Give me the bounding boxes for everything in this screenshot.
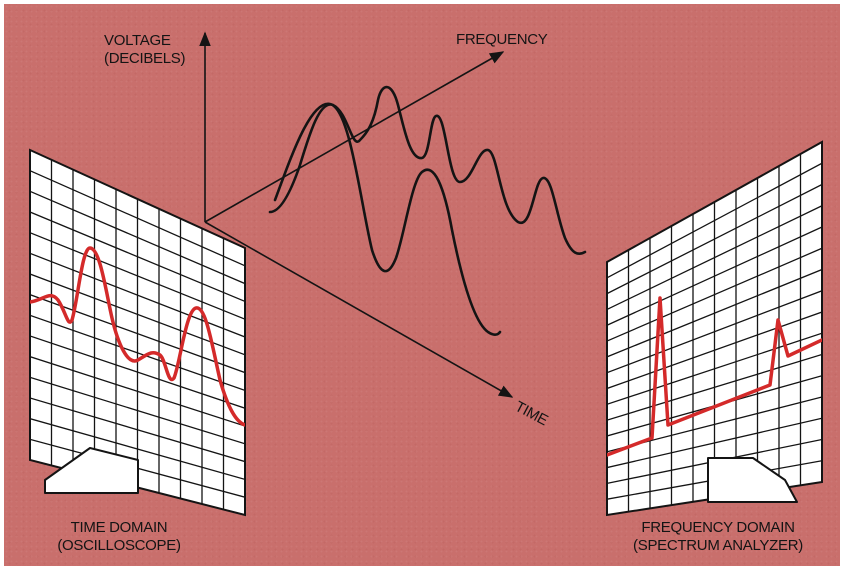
- spectrum-analyzer-screen: [606, 140, 823, 517]
- time-domain-caption: TIME DOMAIN (OSCILLOSCOPE): [34, 519, 204, 555]
- grid-line-horizontal: [607, 247, 822, 342]
- sine-component: [273, 102, 502, 336]
- grid-line-horizontal: [30, 211, 245, 303]
- grid-line-horizontal: [30, 397, 245, 463]
- voltage-axis-label: VOLTAGE (DECIBELS): [104, 32, 185, 68]
- grid-line-horizontal: [30, 376, 245, 445]
- grid-line-horizontal: [30, 170, 245, 267]
- grid-line-horizontal: [607, 290, 822, 374]
- frequency-domain-title: FREQUENCY DOMAIN: [641, 519, 795, 536]
- time-axis: [204, 221, 514, 398]
- grid-line-horizontal: [607, 162, 822, 279]
- grid-line-horizontal: [607, 353, 822, 421]
- voltage-label-line2: (DECIBELS): [104, 50, 186, 67]
- grid-line-horizontal: [607, 311, 822, 390]
- time-domain-title: TIME DOMAIN: [70, 519, 168, 536]
- voltage-label-line1: VOLTAGE: [104, 32, 171, 49]
- grid-line-horizontal: [607, 205, 822, 311]
- time-domain-pointer-arrow: [44, 447, 139, 494]
- grid-line-horizontal: [30, 314, 245, 392]
- grid-line-horizontal: [607, 268, 822, 358]
- grid-line-horizontal: [30, 418, 245, 481]
- grid-line-horizontal: [30, 335, 245, 409]
- frequency-domain-subtitle: (SPECTRUM ANALYZER): [633, 537, 803, 554]
- grid-line-horizontal: [607, 226, 822, 326]
- grid-line-horizontal: [607, 183, 822, 295]
- grid-line-horizontal: [607, 417, 822, 469]
- grid-line-horizontal: [30, 356, 245, 427]
- oscilloscope-screen: [29, 148, 246, 517]
- grid-line-horizontal: [30, 252, 245, 338]
- frequency-domain-pointer-arrow: [707, 457, 798, 503]
- grid-line-horizontal: [30, 232, 245, 320]
- frequency-axis-label: FREQUENCY: [456, 31, 548, 48]
- grid-line-horizontal: [30, 190, 245, 285]
- grid-line-horizontal: [30, 273, 245, 356]
- time-domain-trace: [30, 246, 245, 427]
- time-domain-subtitle: (OSCILLOSCOPE): [57, 537, 181, 554]
- grid-line-horizontal: [30, 294, 245, 374]
- frequency-domain-trace: [607, 296, 822, 457]
- frequency-domain-caption: FREQUENCY DOMAIN (SPECTRUM ANALYZER): [612, 519, 824, 555]
